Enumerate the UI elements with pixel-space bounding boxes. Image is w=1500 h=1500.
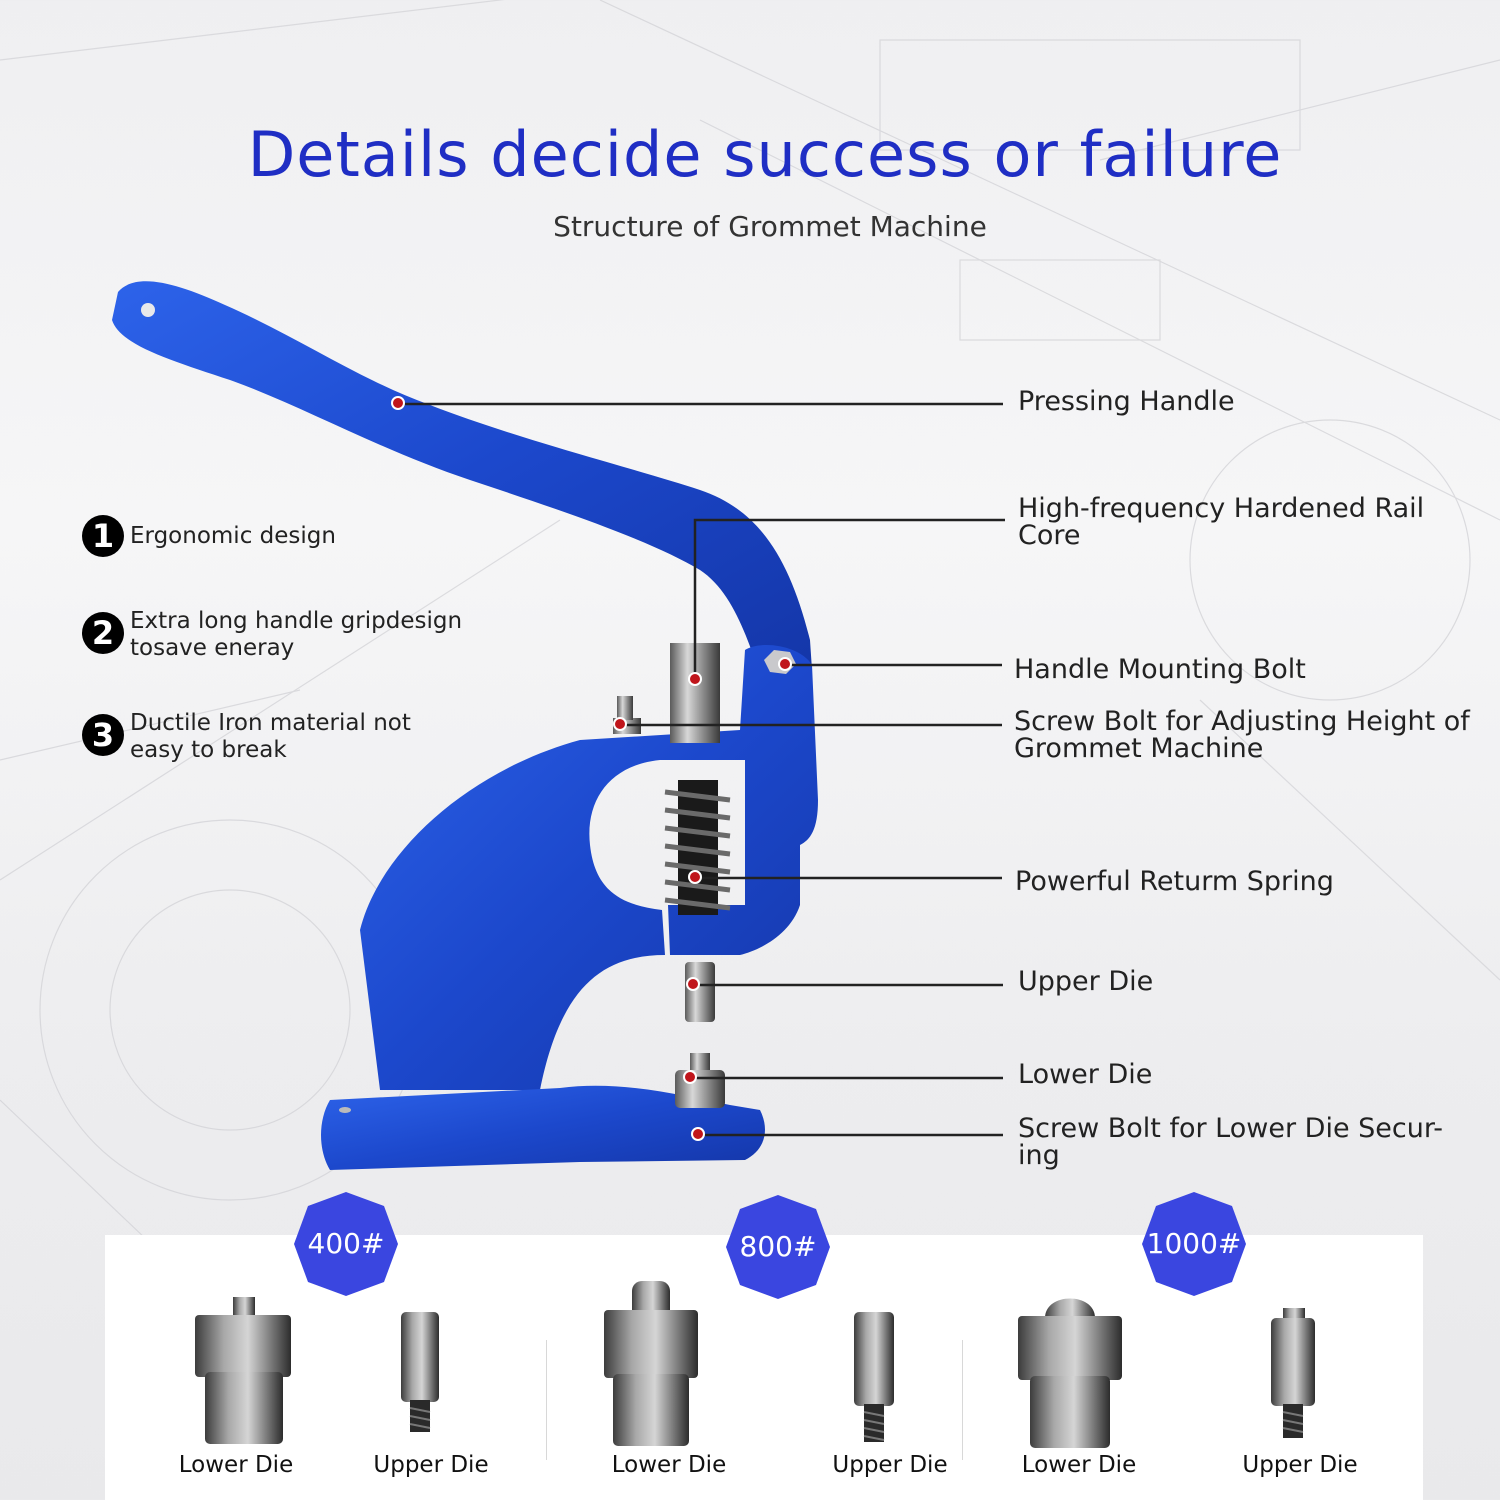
die-label-lower-1000: Lower Die [1021, 1452, 1137, 1478]
divider [546, 1340, 547, 1460]
lower-die-800 [604, 1281, 698, 1446]
die-label-lower-800: Lower Die [611, 1452, 727, 1478]
callout-lower-die-screw: Screw Bolt for Lower Die Secur- ing [1018, 1113, 1443, 1171]
marker-dots [391, 396, 792, 1141]
callout-pressing-handle: Pressing Handle [1018, 386, 1235, 417]
feature-item-1: 1 Ergonomic design [82, 515, 336, 557]
page-subtitle: Structure of Grommet Machine [553, 210, 987, 243]
die-label-upper-800: Upper Die [832, 1452, 948, 1478]
size-badge-400: 400# [292, 1190, 400, 1298]
divider [962, 1340, 963, 1460]
die-label-upper-400: Upper Die [373, 1452, 489, 1478]
upper-die-part [685, 962, 715, 1022]
badge-label: 1000# [1146, 1227, 1242, 1260]
callout-lower-die: Lower Die [1018, 1059, 1153, 1090]
leader-lines [398, 402, 1005, 1137]
upper-die-1000 [1271, 1308, 1315, 1438]
feature-item-3: 3 Ductile Iron material not easy to brea… [82, 706, 450, 764]
callout-return-spring: Powerful Returm Spring [1015, 866, 1334, 897]
size-badge-800: 800# [724, 1193, 832, 1301]
die-label-upper-1000: Upper Die [1242, 1452, 1358, 1478]
feature-text: Extra long handle gripdesign tosave ener… [130, 608, 463, 661]
size-badge-1000: 1000# [1140, 1190, 1248, 1298]
feature-item-2: 2 Extra long handle gripdesign tosave en… [82, 604, 500, 662]
upper-die-400 [401, 1312, 439, 1432]
lower-die-1000 [1018, 1298, 1122, 1448]
badge-label: 800# [739, 1230, 817, 1263]
callout-adjusting-screw: Screw Bolt for Adjusting Height of Gromm… [1014, 706, 1470, 764]
die-label-lower-400: Lower Die [178, 1452, 294, 1478]
pressing-handle [112, 281, 812, 675]
return-spring [664, 789, 731, 911]
feature-text: Ductile Iron material not easy to break [130, 710, 411, 763]
feature-number-badge: 1 [82, 515, 124, 557]
machine-frame [360, 645, 818, 1090]
page-title: Details decide success or failure [247, 118, 1283, 191]
feature-number-badge: 3 [82, 714, 124, 756]
callout-upper-die: Upper Die [1018, 966, 1154, 997]
callout-rail-core: High-frequency Hardened Rail Core [1018, 493, 1425, 551]
feature-number-badge: 2 [82, 612, 124, 654]
upper-die-800 [854, 1312, 894, 1442]
badge-label: 400# [307, 1227, 385, 1260]
feature-text: Ergonomic design [130, 523, 336, 549]
machine-base [321, 1085, 765, 1170]
lower-die-400 [195, 1297, 291, 1444]
callout-mounting-bolt: Handle Mounting Bolt [1014, 654, 1306, 685]
